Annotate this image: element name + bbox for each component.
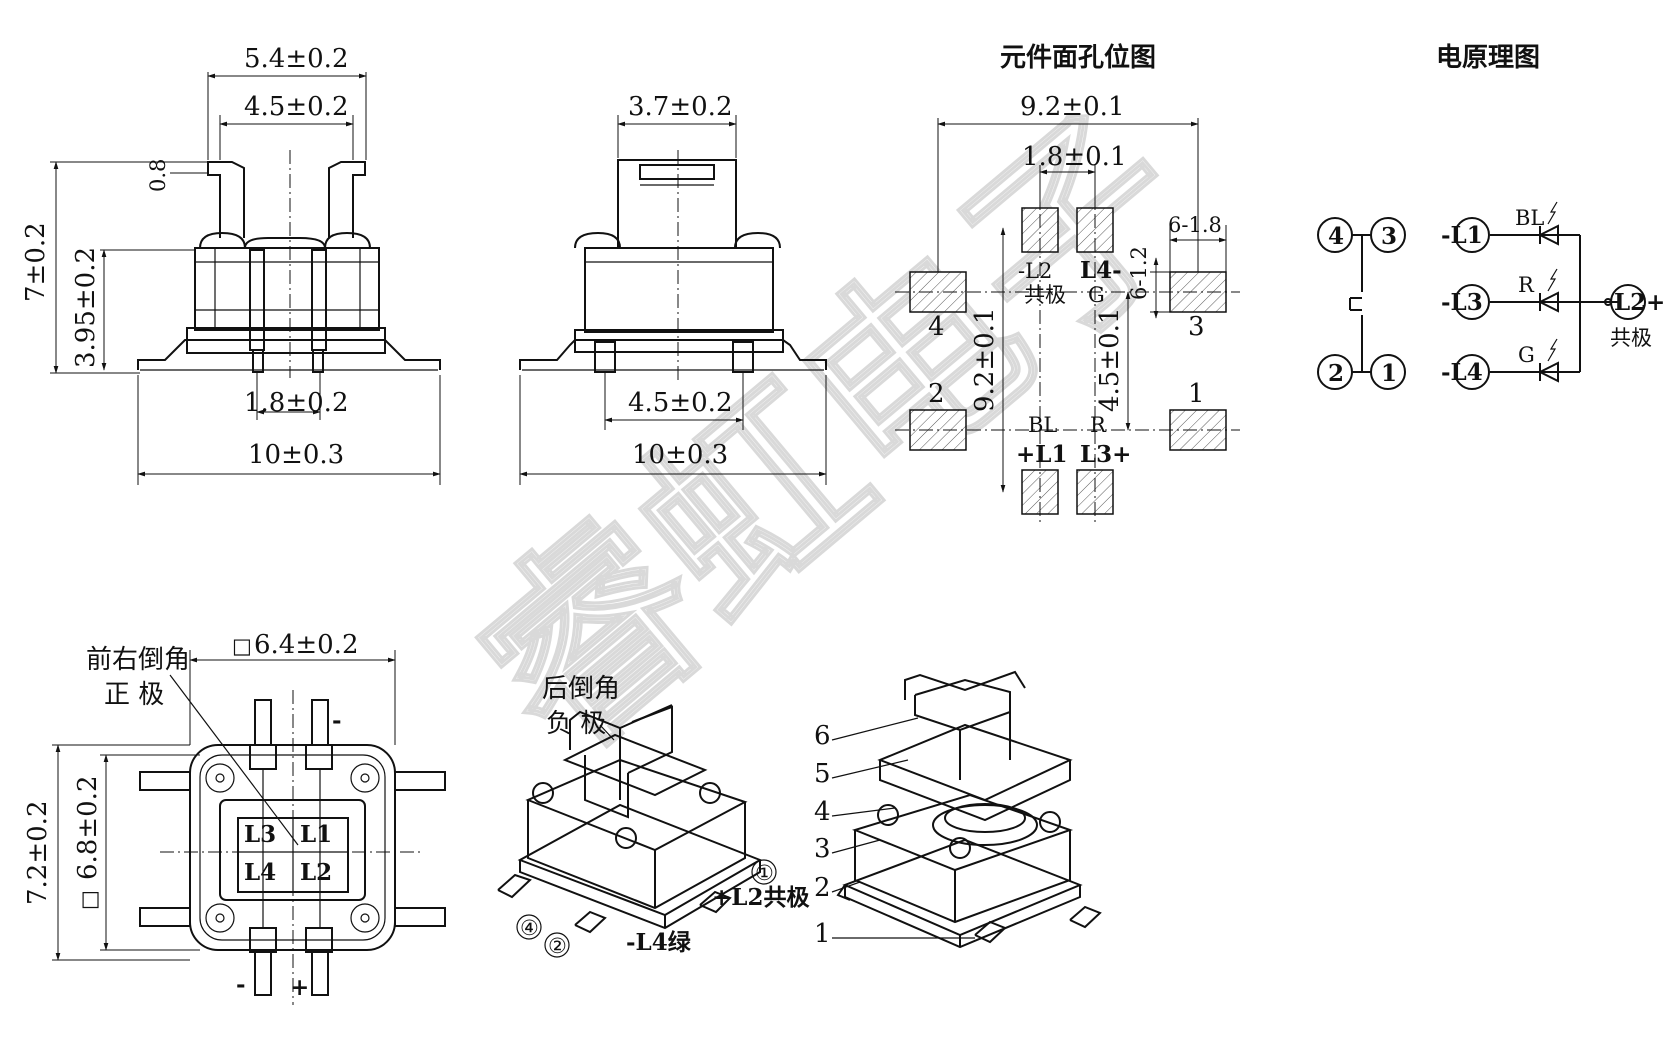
schematic-title: 电原理图: [1436, 43, 1540, 73]
iso-pin-mark-4: ④: [520, 916, 539, 940]
part-number-4: 4: [814, 797, 831, 827]
bottom-cell-l4: L4: [244, 859, 276, 886]
front-dim-cap: 0.8: [146, 159, 170, 192]
pcb-label-l4: L4-: [1080, 257, 1122, 284]
bottom-cell-l3: L3: [244, 821, 276, 848]
pcb-label-l3: L3+: [1080, 441, 1131, 468]
front-view: 5.4±0.2 4.5±0.2 7±0.2 3.95±0.2 0.8 1.8±0…: [21, 44, 441, 485]
schematic: 电原理图 4 3 2 1 -L: [1317, 43, 1665, 390]
led-bl-label: BL: [1515, 206, 1544, 230]
pcb-label-g: G: [1088, 283, 1105, 307]
pcb-layout: 元件面孔位图 9.2±0.1 1.8±0.1: [895, 42, 1240, 525]
bottom-dim-inner-height: 6.8±0.2: [73, 776, 103, 880]
pcb-label-common: 共极: [1024, 283, 1066, 307]
part-number-1: 1: [814, 919, 831, 949]
bottom-cell-l1: L1: [300, 821, 332, 848]
iso-chamfer-label: 后倒角: [542, 674, 620, 704]
led-pin-l4: [1454, 354, 1490, 390]
pcb-label-bl: BL: [1028, 413, 1057, 437]
pcb-layout-title: 元件面孔位图: [1000, 42, 1156, 73]
iso-label-l4: -L4绿: [626, 929, 692, 956]
iso-pin-mark-1: ①: [755, 861, 774, 885]
node-3: [1370, 217, 1406, 253]
pcb-pad-label-2: 2: [928, 379, 945, 409]
common-pin-sign: +: [1646, 289, 1665, 316]
pcb-dim-pad: 6-1.8: [1168, 213, 1222, 237]
node-4-label: 4: [1328, 223, 1344, 250]
iso-polarity-label: 负 极: [546, 709, 606, 739]
part-number-2: 2: [814, 873, 831, 903]
node-4: [1317, 217, 1353, 253]
pcb-dim-vertical-total: 9.2±0.1: [970, 308, 1000, 412]
common-pin-label: L2: [1614, 289, 1646, 316]
front-dim-body-height: 3.95±0.2: [71, 247, 101, 368]
pcb-pad-label-3: 3: [1188, 312, 1205, 342]
pcb-label-r: R: [1090, 413, 1107, 437]
exploded-view: 6 5 4 3 2 1: [814, 670, 1102, 949]
node-3-label: 3: [1381, 223, 1397, 250]
led-pin-l3: [1454, 284, 1490, 320]
led-pin-l1: [1454, 217, 1490, 253]
iso-pin-mark-2: ②: [548, 934, 567, 958]
common-pin-text: 共极: [1610, 326, 1652, 350]
led-pin-l4-label: -L4: [1441, 359, 1483, 386]
iso-label-l2-common: +L2共极: [712, 884, 809, 911]
bottom-sign-plus: +: [290, 974, 309, 1001]
bottom-chamfer-label: 前右倒角: [86, 645, 190, 675]
front-dim-pin-pitch: 1.8±0.2: [244, 388, 348, 418]
node-1-label: 1: [1381, 360, 1397, 387]
pcb-dim-total: 9.2±0.1: [1020, 92, 1124, 122]
side-dim-pin-spacing: 4.5±0.2: [628, 388, 732, 418]
pcb-label-l2: -L2: [1018, 259, 1052, 283]
bottom-polarity-label: 正 极: [104, 680, 164, 710]
bottom-view: 前右倒角 正 极 L3 L1 L4 L2 - -: [23, 630, 446, 1005]
pcb-pad-label-1: 1: [1188, 379, 1205, 409]
pcb-label-l1: +L1: [1016, 441, 1067, 468]
pcb-dim-pad-h: 6-1.2: [1127, 246, 1151, 300]
common-pin-l2: [1610, 284, 1646, 320]
iso-view: 后倒角 负 极 ① ④ ② +L2共极 -L4绿: [497, 674, 809, 958]
side-view: 3.7±0.2 4.5±0.2 10±0.3: [519, 92, 827, 485]
bottom-square-mark-1: □: [232, 634, 252, 658]
bottom-sign-minus-top: -: [332, 707, 342, 734]
bottom-sign-minus-bottom: -: [236, 971, 246, 998]
bottom-dim-outer-height: 7.2±0.2: [23, 801, 53, 905]
node-1: [1370, 354, 1406, 390]
front-dim-top-inner: 4.5±0.2: [244, 92, 348, 122]
front-dim-total-width: 10±0.3: [248, 440, 344, 470]
part-number-3: 3: [814, 834, 831, 864]
front-dim-top-outer: 5.4±0.2: [244, 44, 348, 74]
pcb-dim-vertical-half: 4.5±0.1: [1095, 308, 1125, 412]
bottom-cell-l2: L2: [300, 859, 332, 886]
side-dim-top: 3.7±0.2: [628, 92, 732, 122]
pcb-dim-pitch: 1.8±0.1: [1022, 142, 1126, 172]
bottom-square-mark-2: □: [77, 890, 101, 910]
node-2-label: 2: [1328, 360, 1344, 387]
led-pin-l1-label: -L1: [1441, 222, 1483, 249]
part-number-6: 6: [814, 721, 831, 751]
part-number-5: 5: [814, 759, 831, 789]
node-2: [1317, 354, 1353, 390]
bottom-dim-width: 6.4±0.2: [254, 630, 358, 660]
front-dim-height: 7±0.2: [21, 222, 51, 302]
led-pin-l3-label: -L3: [1441, 289, 1483, 316]
led-g-label: G: [1518, 343, 1535, 367]
led-r-label: R: [1518, 273, 1535, 297]
pcb-pad-label-4: 4: [928, 312, 945, 342]
side-dim-total-width: 10±0.3: [632, 440, 728, 470]
